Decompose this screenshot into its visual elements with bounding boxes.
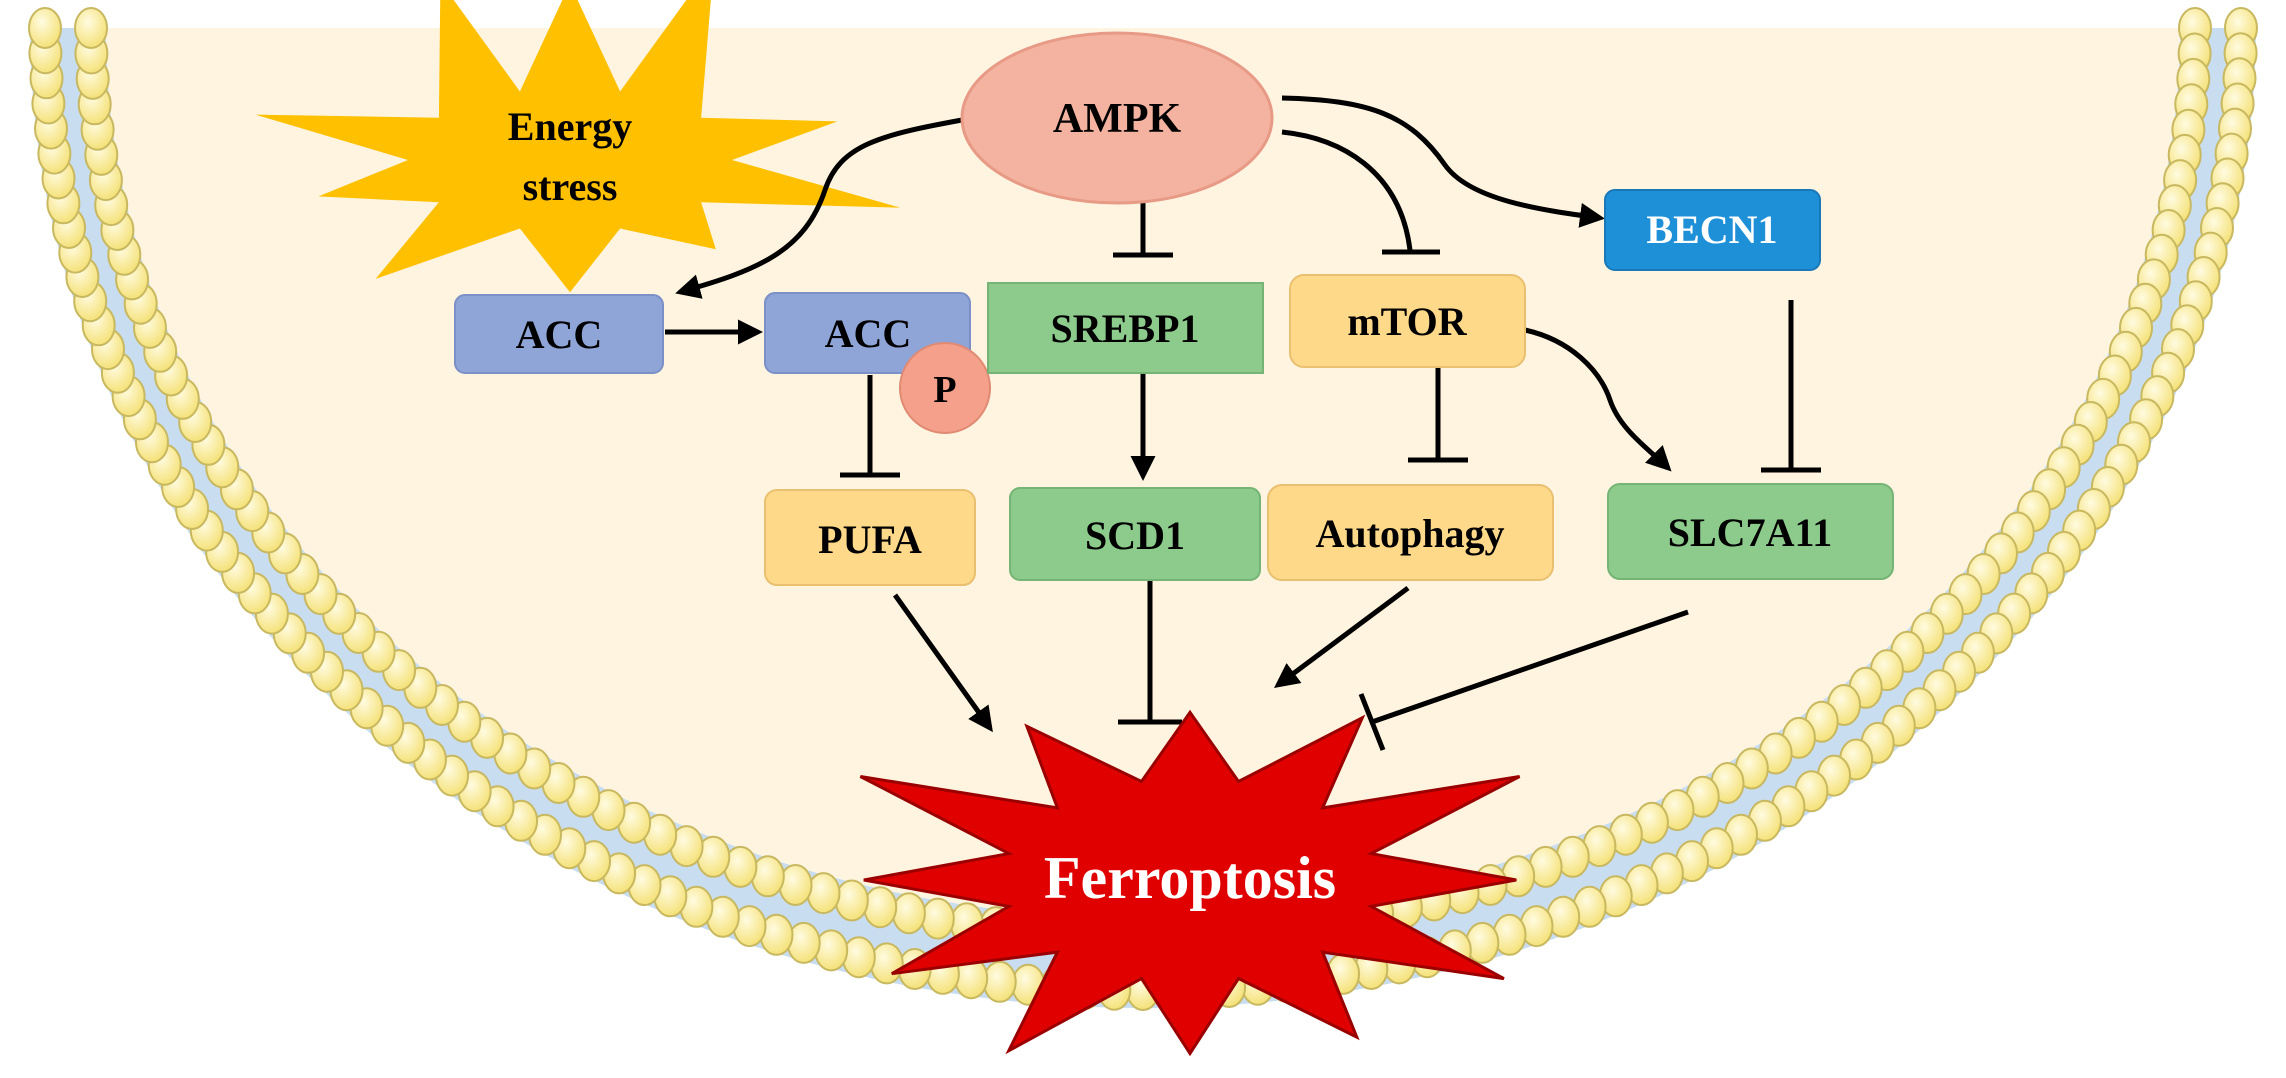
autophagy-label: Autophagy — [1316, 511, 1505, 556]
edges — [665, 95, 1821, 751]
node-acc-phosphorylated: ACC P — [764, 292, 991, 434]
edge-slc7a11-inhibits-ferroptosis — [1371, 609, 1689, 725]
ampk-ellipse — [960, 31, 1274, 205]
energy-stress-burst: Energy stress — [255, 0, 901, 293]
becn1-box — [1604, 189, 1821, 271]
mtor-box — [1289, 274, 1526, 368]
slc7a11-label: SLC7A11 — [1668, 510, 1833, 555]
lipid-head — [920, 897, 955, 940]
lipid-head — [869, 942, 904, 985]
phosphate-circle — [899, 342, 991, 434]
edge-ampk-to-acc — [675, 117, 963, 299]
energy-stress-label-line2: stress — [523, 164, 618, 209]
lipid-head — [28, 7, 62, 49]
lipid-head — [863, 886, 898, 929]
srebp1-label: SREBP1 — [1051, 306, 1200, 351]
edge-ampk-inhibits-mtor — [1281, 129, 1413, 251]
pufa-box — [764, 489, 976, 586]
lipid-head — [891, 892, 926, 935]
node-srebp1: SREBP1 — [987, 282, 1264, 374]
node-ampk: AMPK — [960, 31, 1274, 205]
node-pufa: PUFA — [764, 489, 976, 586]
edge-autophagy-to-ferroptosis — [1273, 585, 1410, 688]
scd1-box — [1009, 487, 1261, 581]
energy-stress-star-shape — [255, 0, 901, 293]
lipid-head — [778, 864, 813, 906]
lipid-head — [834, 879, 869, 922]
lipid-head — [1465, 921, 1500, 964]
becn1-label: BECN1 — [1646, 207, 1777, 252]
edge-ampk-to-becn1 — [1281, 95, 1605, 228]
phosphate-label: P — [933, 369, 956, 411]
pufa-label: PUFA — [818, 517, 922, 562]
edge-pufa-to-ferroptosis — [892, 593, 993, 733]
acc-box — [454, 294, 664, 374]
acc-p-label: ACC — [825, 311, 912, 356]
srebp1-box — [987, 282, 1264, 374]
scd1-label: SCD1 — [1085, 513, 1185, 558]
mtor-label: mTOR — [1347, 299, 1467, 344]
node-becn1: BECN1 — [1604, 189, 1821, 271]
lipid-head — [814, 929, 849, 972]
ferroptosis-label: Ferroptosis — [1044, 845, 1336, 911]
node-acc: ACC — [454, 294, 664, 374]
ampk-label: AMPK — [1053, 96, 1182, 142]
lipid-head — [806, 872, 841, 915]
node-mtor: mTOR — [1289, 274, 1526, 368]
node-scd1: SCD1 — [1009, 487, 1261, 581]
energy-stress-label-line1: Energy — [508, 104, 632, 149]
acc-label: ACC — [516, 312, 603, 357]
autophagy-box — [1267, 484, 1554, 581]
slc7a11-box — [1607, 483, 1894, 580]
node-autophagy: Autophagy — [1267, 484, 1554, 581]
edge-slc7a11-inhibits-ferroptosis-bar — [1358, 693, 1386, 751]
node-slc7a11: SLC7A11 — [1607, 483, 1894, 580]
lipid-head — [1501, 855, 1536, 898]
ferroptosis-star-shape — [859, 709, 1521, 1057]
lipid-head — [841, 936, 876, 979]
lipid-head — [982, 960, 1017, 1003]
lipid-head — [74, 7, 108, 49]
node-ferroptosis: Ferroptosis — [859, 709, 1521, 1057]
edge-mtor-to-slc7a11 — [1524, 327, 1672, 472]
